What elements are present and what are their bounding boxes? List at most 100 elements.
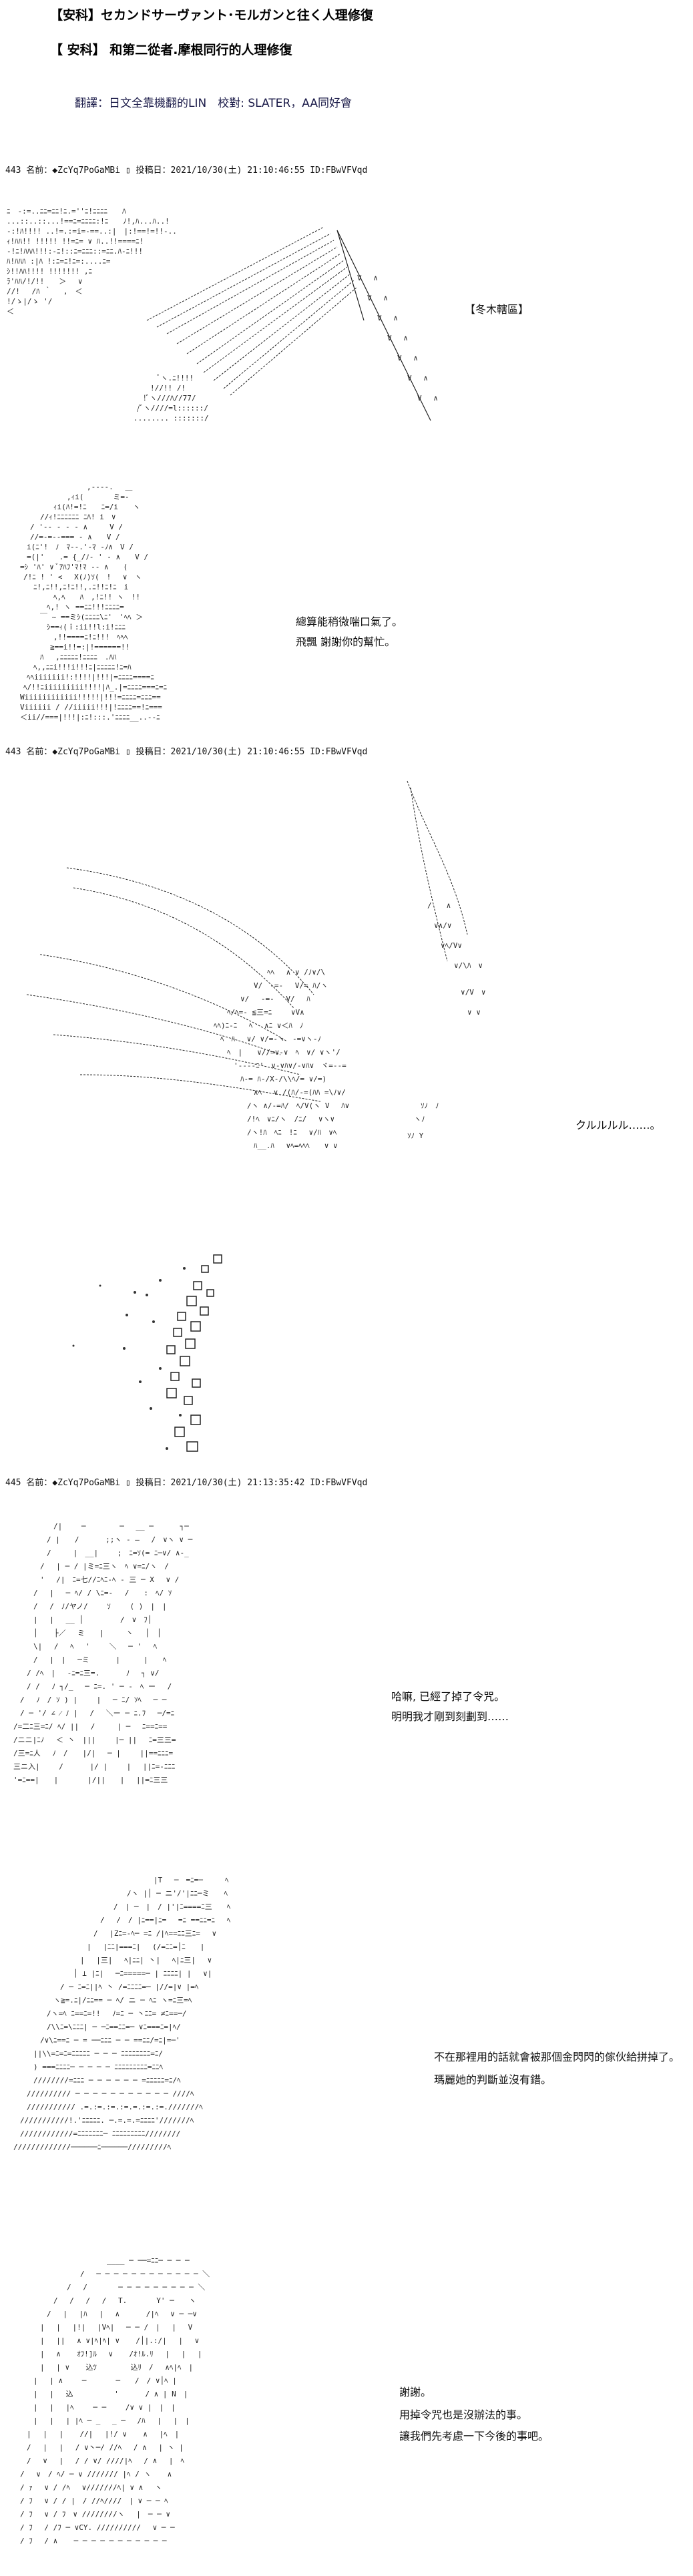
svg-text:////////=ﾆﾆﾆ ─ ─ ─ ─ ─ ─ =ﾆﾆﾆﾆ: ////////=ﾆﾆﾆ ─ ─ ─ ─ ─ ─ =ﾆﾆﾆﾆﾆ=ﾆ/ﾍ	[33, 2076, 181, 2085]
svg-text:/ | ─ | / |'|ﾆ====ﾆ三 ﾍ: / | ─ | / |'|ﾆ====ﾆ三 ﾍ	[113, 1902, 231, 1911]
svg-text://///////// .=.:=.:=.:=.=.:=.:: /////////// .=.:=.:=.:=.=.:=.:=.///////ﾍ	[27, 2103, 203, 2111]
svg-text:/ | | / ∨丶─/ //ﾍ / ∧ | ヽ: / | | / ∨丶─/ //ﾍ / ∧ | ヽ |	[27, 2443, 184, 2452]
ascii-art-hooded-figure: |T ─ =ﾆ=─ ﾍ /ヽ |│ ─ ニ'/'|ﾆﾆ─ミ ﾍ / | ─ | …	[7, 1869, 354, 2203]
svg-text:,----. ＿: ,----. ＿	[87, 483, 132, 491]
svg-text://///////////──────ﾆ──────////: /////////////──────ﾆ──────/////////ﾍ	[13, 2143, 172, 2151]
svg-text:＜: ＜	[7, 307, 14, 316]
svg-text:/ ─ '/ ∠ ⁄ ﾉ | / ＼ー ─ ﾆ.ﾌ ─: / ─ '/ ∠ ⁄ ﾉ | / ＼ー ─ ﾆ.ﾌ ─/=ﾆ	[20, 1709, 174, 1718]
svg-text:////////// ─ ─ ─ ─ ─ ─ ─ ─ ─ ─: ////////// ─ ─ ─ ─ ─ ─ ─ ─ ─ ─ ─ ////ﾍ	[27, 2089, 194, 2098]
svg-text:/ | | ─ミ | | ﾍ: / | | ─ミ | | ﾍ	[33, 1655, 167, 1664]
svg-text:/ / ﾉ/ヤノ/ ｿ ( ) | |: / / ﾉ/ヤノ/ ｿ ( ) | |	[33, 1602, 167, 1611]
svg-text:￣ ~ ==ミｼ(ﾆﾆﾆﾆ\ﾆ' 'ﾍﾍ ＞: ￣ ~ ==ミｼ(ﾆﾆﾆﾆ\ﾆ' 'ﾍﾍ ＞	[40, 612, 143, 621]
svg-text:!ﾞヽ///ﾊ//77/: !ﾞヽ///ﾊ//77/	[144, 394, 196, 403]
svg-text:||\\=ﾆ=ﾆ=ﾆﾆﾆﾆﾆ ─ ─ ─ ﾆﾆﾆﾆﾆﾆﾆﾆ=: ||\\=ﾆ=ﾆ=ﾆﾆﾆﾆﾆ ─ ─ ─ ﾆﾆﾆﾆﾆﾆﾆﾆ=ﾆ/	[33, 2049, 163, 2058]
svg-text:/ヽ |│ ─ ニ'/'|ﾆﾆ─ミ ﾍ: /ヽ |│ ─ ニ'/'|ﾆﾆ─ミ ﾍ	[127, 1888, 228, 1898]
svg-text:/ヽ=ﾍ ﾆ==ﾆ=!! ﾉ=ﾆ ─ 丶ﾆﾆ= ≠ﾆ==─: /ヽ=ﾍ ﾆ==ﾆ=!! ﾉ=ﾆ ─ 丶ﾆﾆ= ≠ﾆ==─/	[47, 2009, 186, 2018]
svg-text:'----ﾆ' ∨-∨ﾊ∨/-∨ﾊ∨ ヾ=--=: '----ﾆ' ∨-∨ﾊ∨/-∨ﾊ∨ ヾ=--=	[234, 1061, 346, 1070]
ascii-art-dragon-wings: ﾍﾍ ∧ ∨ /ﾉ∨/\ V/ -=- V/= ﾊ/ヽ ∨/ -=- V/ ﾊ …	[0, 774, 507, 1188]
svg-text:/ ﾉ / ｿ ) | | ─ ﾆ/ ｿﾍ ─ ─: / ﾉ / ｿ ) | | ─ ﾆ/ ｿﾍ ─ ─	[20, 1696, 167, 1704]
svg-text:/∨\ﾆ==ﾆ ─ = ──ﾆﾆﾆ ─ ─ ==ﾆﾆ/=ﾆ|: /∨\ﾆ==ﾆ ─ = ──ﾆﾆﾆ ─ ─ ==ﾆﾆ/=ﾆ|=─'	[40, 2036, 180, 2045]
svg-text:/ ﾌ / /ﾌ ─ ∨CY. ////////// ∨: / ﾌ / /ﾌ ─ ∨CY. ////////// ∨ ─ ─	[20, 2523, 175, 2532]
svg-text:| | __ │ / ∨ ﾌ│: | | __ │ / ∨ ﾌ│	[33, 1615, 152, 1624]
svg-text:/ヽ!ﾊ ﾍﾆ !ﾆ ∨/ﾊ ∨ﾍ: /ヽ!ﾊ ﾍﾆ !ﾆ ∨/ﾊ ∨ﾍ	[247, 1128, 337, 1137]
svg-text:////////////=ﾆﾆﾆﾆﾆﾆﾆ─ ﾆﾆﾆﾆﾆﾆﾆﾆ: ////////////=ﾆﾆﾆﾆﾆﾆﾆ─ ﾆﾆﾆﾆﾆﾆﾆﾆﾆ////////	[20, 2129, 180, 2138]
svg-text:!/ゝ|/ゝ '/: !/ゝ|/ゝ '/	[7, 297, 52, 306]
svg-text:ﾊ!ﾊﾊﾊ :|ﾊ !:ﾆ=ﾆ!ﾆ=:....ﾆ=: ﾊ!ﾊﾊﾊ :|ﾊ !:ﾆ=ﾆ!ﾆ=:....ﾆ=	[7, 257, 111, 266]
svg-text:ﾗ'ﾊﾊ/!/!! ＞ ∨: ﾗ'ﾊﾊ/!/!! ＞ ∨	[7, 277, 82, 286]
svg-text:ﾍﾍ)ﾆ-ﾆ ﾍ ∧ﾆ ∨＜ﾊ ﾉ: ﾍﾍ)ﾆ-ﾆ ﾍ ∧ﾆ ∨＜ﾊ ﾉ	[214, 1021, 303, 1030]
svg-text:| | |!| |Vﾍ| ─ ─ / | | V: | | |!| |Vﾍ| ─ ─ / | | V	[40, 2323, 193, 2332]
svg-text:/ | / ;;ヽ - ― / ∨ヽ ∨ ─: / | / ;;ヽ - ― / ∨ヽ ∨ ─	[47, 1535, 193, 1544]
post-header: 443 名前：◆ZcYq7PoGaMBi ▯ 投稿日：2021/10/30(土)…	[5, 166, 368, 176]
narration: 不在那裡用的話就會被那個金閃閃的傢伙給拼掉了。	[434, 2051, 680, 2063]
svg-text:____ ─ ──=ﾆﾆ─ ─ ─ ─: ____ ─ ──=ﾆﾆ─ ─ ─ ─	[107, 2256, 190, 2265]
svg-text:/ ∨ | / / ∨/ ////|ﾍ / ∧ |: / ∨ | / / ∨/ ////|ﾍ / ∧ | ﾍ	[27, 2457, 184, 2465]
narration: 哈嘛, 已經了掉了令咒。	[391, 1690, 505, 1703]
svg-text:ｨi(ﾊ!=!ﾆ ﾆ=/i ヽ: ｨi(ﾊ!=!ﾆ ﾆ=/i ヽ	[53, 503, 140, 511]
svg-text:/ﾞヽ////=l::::::/: /ﾞヽ////=l::::::/	[137, 404, 208, 413]
svg-text:/!ﾆ ! ' < X(ﾉ)ｿ( ! ∨ ヽ: /!ﾆ ! ' < X(ﾉ)ｿ( ! ∨ ヽ	[23, 573, 142, 581]
svg-text:ヽ≧=.ﾆ|/ﾆﾆ== ─ ﾍ/ ニ ─ ﾍﾆ ヽ=ﾆ三=ﾍ: ヽ≧=.ﾆ|/ﾆﾆ== ─ ﾍ/ ニ ─ ﾍﾆ ヽ=ﾆ三=ﾍ	[53, 1996, 192, 2005]
svg-text:ｿﾉ Y: ｿﾉ Y	[407, 1131, 424, 1140]
svg-text:ﾞヽ.ﾆ!!!!: ﾞヽ.ﾆ!!!!	[157, 374, 194, 382]
svg-text:ﾍ | ∨//=∨-∨ ﾍ ∨/ ∨ヽ'/: ﾍ | ∨//=∨-∨ ﾍ ∨/ ∨ヽ'/	[227, 1048, 340, 1057]
ascii-art-two-characters: /| ─ ─ __ ─ ┐─ / | / ;;ヽ - ― / ∨ヽ ∨ ─ / …	[7, 1515, 354, 1836]
svg-text:/ ∧: / ∧	[427, 901, 451, 910]
svg-text:........ :::::::/: ........ :::::::/	[134, 414, 209, 423]
svg-text:/\\ﾆ=\ﾆﾆﾆ| ─ ─ﾆ==ﾆﾆ=─ ∨ﾆ===ﾆ=|: /\\ﾆ=\ﾆﾆﾆ| ─ ─ﾆ==ﾆﾆ=─ ∨ﾆ===ﾆ=|ﾍ/	[47, 2023, 181, 2031]
svg-text:ｼ!!ﾊﾊ!!!! !!!!!!! ,ﾆ: ｼ!!ﾊﾊ!!!! !!!!!!! ,ﾆ	[7, 267, 92, 276]
svg-text:-!ﾆ!ﾊﾊﾊ!!!:-ﾆ!::ﾆ=ﾆﾆﾆ::=ﾆﾆ.ﾊ-ﾆ: -!ﾆ!ﾊﾊﾊ!!!:-ﾆ!::ﾆ=ﾆﾆﾆ::=ﾆﾆ.ﾊ-ﾆ!!!	[7, 247, 143, 256]
svg-text:＜ii//===|!!!|:ﾆ!:::.'ﾆﾆﾆﾆ__..-: ＜ii//===|!!!|:ﾆ!:::.'ﾆﾆﾆﾆ__..--ﾆ	[20, 713, 160, 722]
svg-text:/| ─ ─ __ ─ ┐─: /| ─ ─ __ ─ ┐─	[53, 1522, 189, 1531]
svg-text:/ ﾌ / ∧ ─ ─ ─ ─ ─ ─ ─ ─ ─ ─: / ﾌ / ∧ ─ ─ ─ ─ ─ ─ ─ ─ ─ ─ ─	[20, 2537, 167, 2545]
svg-text:| | ∨ 込ﾂ 込ﾘ / ∧ﾍ|ﾍ |: | | ∨ 込ﾂ 込ﾘ / ∧ﾍ|ﾍ |	[40, 2363, 193, 2372]
svg-text:| | ∧ ─ ─ / / ∨│ﾍ |: | | ∧ ─ ─ / / ∨│ﾍ |	[33, 2376, 177, 2385]
svg-text:/ / ﾉ ┐/_ ─ ﾆ=. ' ─ - ﾍ ー /: / / ﾉ ┐/_ ─ ﾆ=. ' ─ - ﾍ ー /	[27, 1682, 172, 1691]
svg-text:/ /ﾍ | -ﾆ=ﾆ三=. ﾉ ┐ ∨/: / /ﾍ | -ﾆ=ﾆ三=. ﾉ ┐ ∨/	[27, 1669, 159, 1678]
narration: 飛飄 謝謝你的幫忙。	[296, 635, 396, 648]
svg-text:/=二ﾆ三=ﾆ/ ﾍ/ || / | ─ ﾆ==ﾆ=: /=二ﾆ三=ﾆ/ ﾍ/ || / | ─ ﾆ==ﾆ==	[13, 1722, 168, 1731]
svg-text:) ===ﾆﾆﾆﾆ─ ─ ─ ─ ─ ﾆﾆﾆﾆﾆﾆﾆﾆﾆ=ﾆ: ) ===ﾆﾆﾆﾆ─ ─ ─ ─ ─ ﾆﾆﾆﾆﾆﾆﾆﾆﾆ=ﾆﾆﾍ	[33, 2063, 163, 2071]
svg-text:...::..::...!==ﾆ=ﾆﾆﾆﾆ:!ﾆ ﾉ!,ﾊ: ...::..::...!==ﾆ=ﾆﾆﾆﾆ:!ﾆ ﾉ!,ﾊ...ﾊ..!	[7, 217, 170, 226]
svg-text:/ / / / T. Y' ─ ヽ: / / / / T. Y' ─ ヽ	[53, 2296, 196, 2305]
svg-text:ﾊ-= ﾊ-/X-/\\ﾍ/= ∨/=): ﾊ-= ﾊ-/X-/\\ﾍ/= ∨/=)	[240, 1075, 326, 1083]
post-header: 443 名前：◆ZcYq7PoGaMBi ▯ 投稿日：2021/10/30(土)…	[5, 747, 368, 757]
svg-text:| | | |ﾍ ─ _ _ ─ /ﾊ | |: | | | |ﾍ ─ _ _ ─ /ﾊ | | |	[33, 2416, 190, 2425]
svg-text:│ ├／ ミ | 丶 │ │: │ ├／ ミ | 丶 │ │	[33, 1628, 162, 1637]
svg-text:/!ﾍ ∨ﾆ/ヽ /ﾆ/ ∨ヽ∨: /!ﾍ ∨ﾆ/ヽ /ﾆ/ ∨ヽ∨	[247, 1115, 334, 1123]
svg-text:| | 込 ' / ∧ | N |: | | 込 ' / ∧ | N |	[33, 2390, 188, 2398]
svg-text:|T ─ =ﾆ=─ ﾍ: |T ─ =ﾆ=─ ﾍ	[154, 1876, 229, 1884]
svg-text:/ニニ|ﾆﾉ ＜ 丶 ||| |─ || ﾆ=三三=: /ニニ|ﾆﾉ ＜ 丶 ||| |─ || ﾆ=三三=	[13, 1736, 176, 1744]
svg-text:/ ｧ ∨ / /ﾍ ∨///////ﾍ| ∨ ∧ ヽ: / ｧ ∨ / /ﾍ ∨///////ﾍ| ∨ ∧ ヽ	[20, 2483, 162, 2492]
svg-text:,ｨi( ミ=-: ,ｨi( ミ=-	[67, 493, 130, 501]
narration: 【冬木轄區】	[465, 303, 529, 316]
narration: クルルルル……。	[575, 1119, 661, 1131]
svg-text:V/ -=- V/= ﾊ/ヽ: V/ -=- V/= ﾊ/ヽ	[254, 981, 328, 990]
svg-text:/ | ─ ﾍ/ / \ﾆ=- / : ﾍ/ ｿ: / | ─ ﾍ/ / \ﾆ=- / : ﾍ/ ｿ	[33, 1589, 172, 1597]
svg-text:ｿﾉ ﾉ: ｿﾉ ﾉ	[421, 1101, 439, 1110]
svg-text:ﾍ,ﾍ ﾊ ,!ﾆ!! ヽ !!: ﾍ,ﾍ ﾊ ,!ﾆ!! ヽ !!	[53, 593, 140, 601]
post-header: 445 名前：◆ZcYq7PoGaMBi ▯ 投稿日：2021/10/30(土)…	[5, 1478, 368, 1488]
svg-text:ヽﾉ: ヽﾉ	[414, 1115, 425, 1123]
svg-text:ﾍ/!!ﾆiiiiiiiii!!!!|ﾊ_.|=ﾆﾆﾆﾆ==: ﾍ/!!ﾆiiiiiiiii!!!!|ﾊ_.|=ﾆﾆﾆﾆ===ﾆ=ﾆ	[23, 683, 167, 692]
narration: 用掉令咒也是沒辦法的事。	[399, 2408, 528, 2421]
svg-text:/ / / |ﾆ==|ﾆ= =ﾆ ==ﾆﾆ=ﾆ ﾍ: / / / |ﾆ==|ﾆ= =ﾆ ==ﾆﾆ=ﾆ ﾍ	[100, 1916, 231, 1924]
narration: 謝謝。	[399, 2386, 432, 2398]
svg-text:/ ﾌ ∨ / ﾌ ∨ ////////ヽ | ─ ─: / ﾌ ∨ / ﾌ ∨ ////////ヽ | ─ ─ ∨	[20, 2510, 170, 2519]
svg-text:ﾍﾍ ∧ ∨ /ﾉ∨/\: ﾍﾍ ∧ ∨ /ﾉ∨/\	[267, 968, 325, 977]
svg-text:/ ﾌ ∨ / / | / //ﾍ//// | ∨ ─ ─: / ﾌ ∨ / / | / //ﾍ//// | ∨ ─ ─ ﾍ	[20, 2497, 168, 2505]
svg-text:| | |ﾍ ─ ─ /∨ ∨ | | |: | | |ﾍ ─ ─ /∨ ∨ | | |	[33, 2403, 176, 2412]
svg-text:/ '-- - - - ∧ V /: / '-- - - - ∧ V /	[30, 523, 123, 531]
svg-text:/ / ─ ─ ─ ─ ─ ─ ─ ─ ─ ＼: / / ─ ─ ─ ─ ─ ─ ─ ─ ─ ＼	[67, 2283, 205, 2292]
svg-text:| | | //| |!/ ∨ ∧ |ﾍ |: | | | //| |!/ ∨ ∧ |ﾍ |	[27, 2430, 179, 2438]
svg-text:i(ﾆ'! ﾉ ﾏ--.'-ﾏ -ﾉ∧ V /: i(ﾆ'! ﾉ ﾏ--.'-ﾏ -ﾉ∧ V /	[27, 543, 134, 551]
svg-text:| ∧ ｵﾌ!]ﾙ ∨ /ｵ!ﾙ.ﾘ | |: | ∧ ｵﾌ!]ﾙ ∨ /ｵ!ﾙ.ﾘ | | |	[40, 2350, 202, 2358]
svg-text:≧==i!!=:|!======!!: ≧==i!!=:|!======!!	[50, 643, 130, 652]
svg-text:V ∧: V ∧	[367, 294, 388, 302]
svg-text:/ | |ﾊ | ∧ /|ﾍ ∨ ─ ─∨: / | |ﾊ | ∧ /|ﾍ ∨ ─ ─∨	[47, 2310, 197, 2318]
svg-text:V ∧: V ∧	[397, 354, 418, 362]
svg-text:,!!====ﾆ!ﾆ!!! ﾍﾍﾍ: ,!!====ﾆ!ﾆ!!! ﾍﾍﾍ	[53, 633, 128, 641]
svg-text:| |ﾆﾆ|===ﾆ| (/=ﾆﾆ=│ﾆ |: | |ﾆﾆ|===ﾆ| (/=ﾆﾆ=│ﾆ |	[87, 1942, 204, 1951]
svg-text:\| / ﾍ ' ＼ ─ ' ﾍ: \| / ﾍ ' ＼ ─ ' ﾍ	[33, 1642, 158, 1651]
svg-text:-:!ﾊ!!!! ..!=.:=i=-==..:| |:!=: -:!ﾊ!!!! ..!=.:=i=-==..:| |:!==!=!!-..	[7, 227, 177, 236]
